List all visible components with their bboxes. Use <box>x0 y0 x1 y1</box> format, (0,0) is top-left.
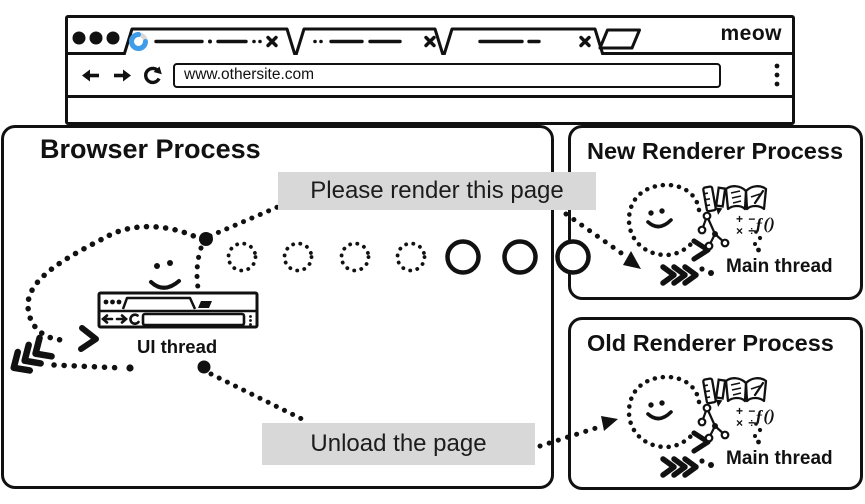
unload-connector-dot <box>197 360 211 374</box>
unload-message-label: Unload the page <box>262 423 535 465</box>
url-text: www.othersite.com <box>184 66 315 83</box>
kebab-menu-icon <box>774 63 780 87</box>
nav-bar: www.othersite.com <box>68 55 792 98</box>
browser-window: meow www.othersite.com <box>65 15 795 125</box>
mini-kebab-icon <box>249 315 252 326</box>
smiley-icon <box>149 260 181 290</box>
old-renderer-process-box: Old Renderer Process <box>568 317 863 490</box>
ui-thread-label: UI thread <box>137 336 218 357</box>
new-renderer-art: + − × ÷ ƒ() <box>626 182 775 286</box>
mini-nav-icons <box>101 313 140 325</box>
tab-close-icon <box>579 35 591 48</box>
tab-close-icon <box>266 35 278 48</box>
smiley-icon <box>646 400 673 421</box>
mini-url-bar <box>141 312 246 327</box>
tab-2-title-scribble <box>313 39 402 44</box>
old-renderer-art: + − × ÷ ƒ() <box>626 374 775 478</box>
mini-new-tab-icon <box>198 301 212 308</box>
svg-text:+ −: + − <box>736 404 756 418</box>
brand-text: meow <box>720 22 782 45</box>
main-thread-label: Main thread <box>726 256 833 277</box>
tab-2 <box>294 27 445 55</box>
mini-browser <box>97 291 259 329</box>
main-thread-label: Main thread <box>726 448 833 469</box>
js-trail-dots <box>753 422 763 445</box>
thread-trail-dots <box>699 458 714 468</box>
thread-trail-dots <box>699 266 714 276</box>
thread-chevrons-icon <box>10 334 55 374</box>
url-input: www.othersite.com <box>173 62 721 88</box>
thread-loop-dots <box>626 182 702 258</box>
new-renderer-process-box: New Renderer Process <box>568 125 863 300</box>
browser-process-art <box>10 223 259 374</box>
render-connector-dot <box>199 232 213 246</box>
math-icon: + − × ÷ <box>736 404 756 430</box>
svg-text:× ÷: × ÷ <box>736 224 756 238</box>
thread-chevrons-icon <box>660 264 699 286</box>
thread-loop-dots <box>626 374 702 450</box>
svg-text:× ÷: × ÷ <box>736 416 756 430</box>
book-icon <box>724 377 768 403</box>
browser-process-title: Browser Process <box>40 134 261 164</box>
svg-text:+ −: + − <box>736 212 756 226</box>
back-icon <box>82 69 99 81</box>
thread-trail-dots <box>51 362 134 372</box>
tab-1-title-scribble <box>154 39 262 44</box>
reload-icon <box>144 66 162 84</box>
tab-strip: meow <box>68 18 792 55</box>
thread-chevrons-icon <box>660 456 699 478</box>
function-icon: ƒ() <box>755 214 775 233</box>
mini-tab <box>121 296 197 310</box>
book-icon <box>724 185 768 211</box>
ruler-pencil-icon <box>702 185 727 215</box>
math-icon: + − × ÷ <box>736 212 756 238</box>
dom-tree-icon <box>697 403 730 443</box>
tab-close-icon <box>424 35 436 48</box>
new-renderer-title: New Renderer Process <box>587 138 844 164</box>
smiley-icon <box>646 208 673 229</box>
render-message-label: Please render this page <box>278 172 596 210</box>
ruler-pencil-icon <box>702 377 727 407</box>
forward-icon <box>114 69 131 81</box>
event-loop-dots <box>25 223 205 343</box>
dom-tree-icon <box>697 211 730 251</box>
old-renderer-title: Old Renderer Process <box>587 330 834 356</box>
spinner-icon <box>129 32 148 51</box>
function-icon: ƒ() <box>755 406 775 425</box>
js-trail-dots <box>753 230 763 253</box>
traffic-lights-icon <box>72 31 120 45</box>
tab-3 <box>442 27 605 55</box>
new-tab-button <box>598 28 641 50</box>
tab-1 <box>122 27 297 55</box>
tab-strip-art <box>72 27 641 55</box>
loop-arrowhead-icon <box>78 325 99 352</box>
